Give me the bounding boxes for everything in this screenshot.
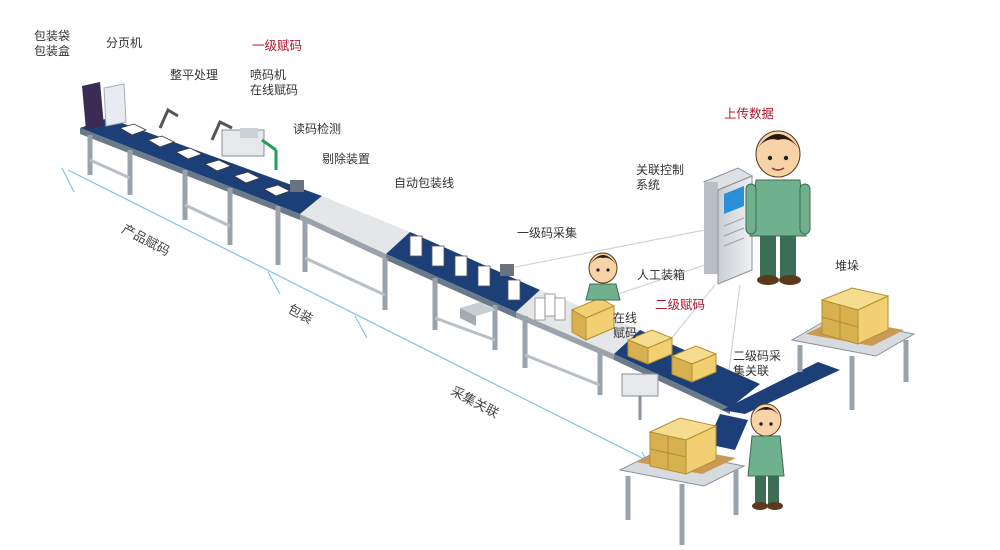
label-level1-coding: 一级赋码 [252,38,303,53]
label-auto-packing-line: 自动包装线 [394,176,455,190]
worker-icon [585,252,621,301]
packages-on-line [118,123,292,197]
output-table [618,417,746,545]
label-level2-coding: 二级赋码 [655,297,706,312]
stack-belt [722,362,840,414]
label-online-coding: 在线 赋码 [613,311,638,340]
reject-bin [460,302,496,326]
conveyor-legs [87,135,603,395]
printer-icon [221,128,278,170]
label-inkjet: 喷码机 在线赋码 [250,68,299,97]
packing-belt-side [300,214,386,260]
manual-table-side [516,312,614,360]
bag-pile [534,293,566,321]
label-assoc-control: 关联控制 系统 [636,163,685,192]
conveyor-braces [89,158,601,387]
label-page-splitter: 分页机 [106,36,143,50]
scanner-icon [290,180,514,276]
label-stacking: 堆垛 [835,259,860,273]
coding-belt [80,118,322,214]
package-bag-stack [82,82,127,130]
label-level2-collect: 二级码采 集关联 [733,349,782,378]
stacking-table [790,287,916,410]
worker-icon [747,403,785,510]
box-icon [570,297,616,341]
packing-belt [300,196,410,254]
label-package-bag: 包装袋 包装盒 [34,29,71,58]
label-reject-device: 剔除装置 [322,152,371,166]
coding-belt-side [80,128,300,220]
boxes-on-belt [626,329,718,383]
auto-packing-belt-side [386,254,516,318]
label-read-check: 读码检测 [293,122,342,136]
stack-belt-down [707,414,748,450]
label-upload-data: 上传数据 [724,106,775,121]
control-cabinet-icon [702,167,754,285]
box-belt-side [614,354,730,414]
box-printer [621,373,659,420]
leveling-arm [158,107,233,141]
label-leveling: 整平处理 [170,68,219,82]
label-manual-boxing: 人工装箱 [637,268,686,282]
bags-on-auto-line [409,235,521,301]
label-level1-collect: 一级码采集 [517,226,578,240]
worker-icon [745,130,811,285]
